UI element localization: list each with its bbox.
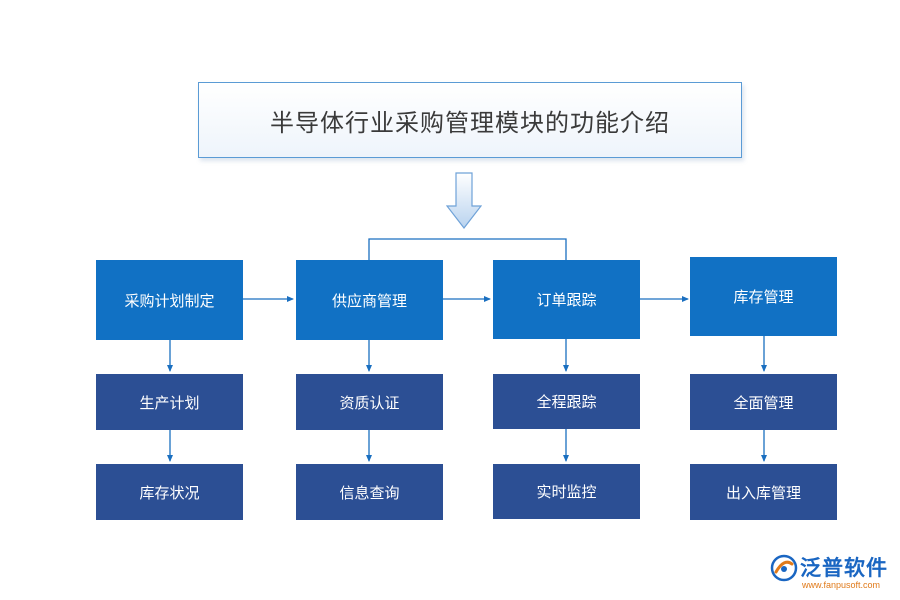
module-node-inventory-management: 库存管理 — [690, 257, 837, 336]
sub-node-info-query: 信息查询 — [296, 464, 443, 520]
module-node-supplier-management: 供应商管理 — [296, 260, 443, 340]
sub-node-label: 生产计划 — [139, 393, 200, 412]
sub-node-comprehensive-management: 全面管理 — [690, 374, 837, 430]
sub-node-label: 实时监控 — [536, 483, 597, 501]
sub-node-label: 库存状况 — [139, 483, 200, 502]
diagram-title: 半导体行业采购管理模块的功能介绍 — [270, 108, 670, 137]
module-label: 供应商管理 — [331, 291, 407, 310]
sub-node-label: 全程跟踪 — [536, 393, 597, 411]
sub-node-production-plan: 生产计划 — [96, 374, 243, 430]
module-label: 订单跟踪 — [536, 291, 597, 309]
sub-node-in-out-stock: 出入库管理 — [690, 464, 837, 520]
fanpusoft-logo: 泛普软件 www.fanpusoft.com — [770, 552, 895, 596]
sub-node-label: 资质认证 — [339, 393, 400, 412]
module-node-order-tracking: 订单跟踪 — [493, 260, 640, 339]
logo-name: 泛普软件 — [800, 556, 888, 580]
top-bracket-line — [368, 238, 567, 260]
down-arrow-icon — [446, 172, 482, 229]
sub-node-inventory-status: 库存状况 — [96, 464, 243, 520]
logo-url: www.fanpusoft.com — [802, 580, 881, 590]
sub-node-label: 全面管理 — [733, 393, 794, 412]
sub-node-full-tracking: 全程跟踪 — [493, 374, 640, 429]
sub-node-label: 信息查询 — [339, 483, 400, 502]
sub-node-qualification: 资质认证 — [296, 374, 443, 430]
sub-node-realtime-monitor: 实时监控 — [493, 464, 640, 519]
title-box: 半导体行业采购管理模块的功能介绍 — [198, 82, 742, 158]
sub-node-label: 出入库管理 — [725, 483, 801, 502]
logo-mark-icon — [770, 554, 798, 582]
module-label: 采购计划制定 — [124, 291, 215, 310]
module-label: 库存管理 — [733, 288, 794, 306]
module-node-purchase-plan: 采购计划制定 — [96, 260, 243, 340]
